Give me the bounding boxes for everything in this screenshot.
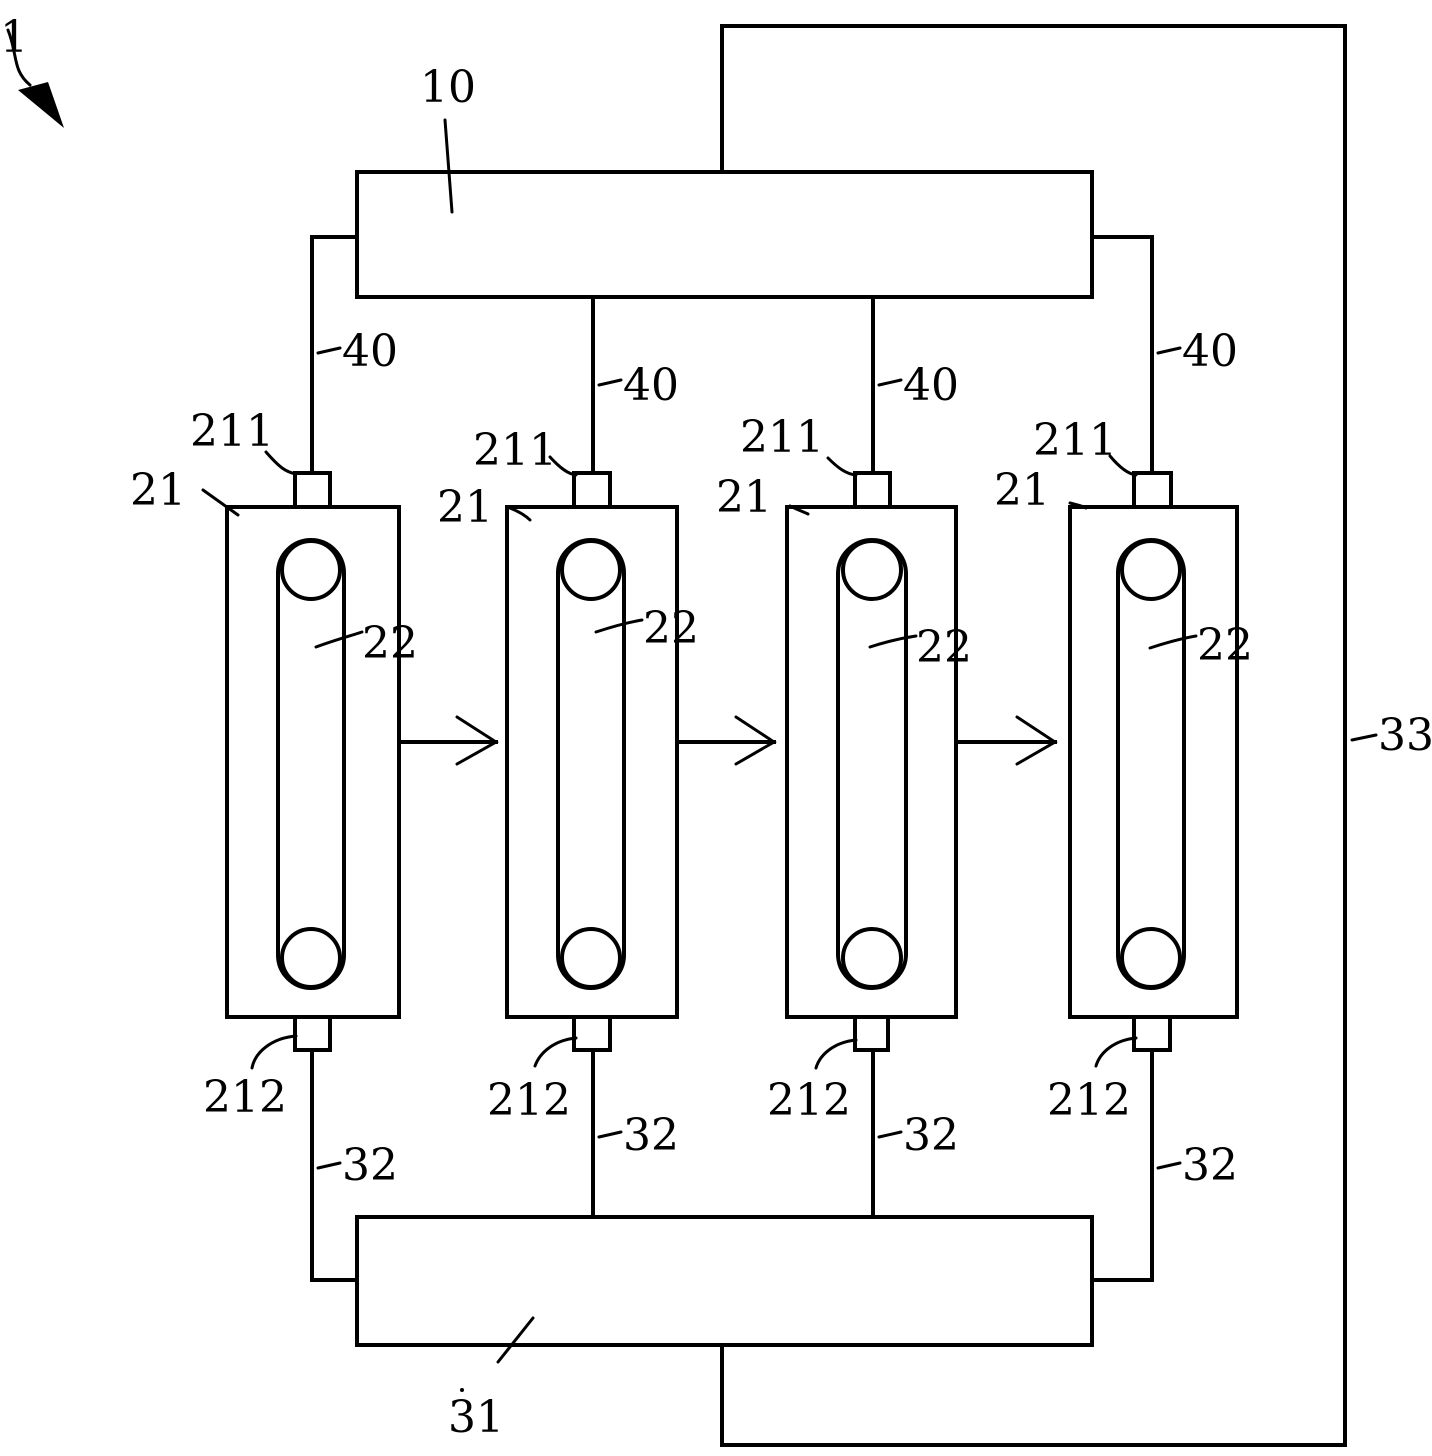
label-outlet-port: 212 [203,1072,287,1123]
leader-10 [443,118,454,214]
conveyor-belt-22 [1116,538,1186,990]
flow-arrow-2 [675,715,777,766]
supply-pipe-1 [310,235,359,475]
label-unit-body: 21 [437,482,493,533]
top-tank-10 [355,170,1094,299]
label-inlet-port: 211 [740,412,824,463]
unit-2: 21 211 212 22 [437,425,699,1126]
label-outlet-port: 212 [767,1075,851,1126]
label-supply-pipe-1: 40 [342,326,398,377]
flow-arrow-3 [954,715,1058,766]
label-top-tank: 10 [420,62,476,113]
label-unit-body: 21 [716,472,772,523]
outlet-port-212 [1132,1015,1172,1052]
conveyor-belt-22 [556,538,626,990]
label-conveyor: 22 [1197,620,1253,671]
label-inlet-port: 211 [473,425,557,476]
return-pipe-33 [720,24,1347,1447]
label-supply-pipe-4: 40 [1182,326,1238,377]
drain-pipe-1 [310,1048,359,1282]
top-roller [280,539,342,601]
unit-body-21 [225,505,401,1019]
leader-33 [1350,733,1378,742]
outlet-port-212 [293,1015,332,1052]
top-roller [560,539,622,601]
label-bottom-tank: 31 [448,1392,504,1443]
label-drain-pipe-3: 32 [903,1110,959,1161]
label-supply-pipe-2: 40 [623,360,679,411]
inlet-port-211 [572,471,612,509]
conveyor-belt-22 [276,538,346,990]
label-supply-pipe-3: 40 [903,360,959,411]
label-return-pipe: 33 [1378,710,1432,761]
figure-ref-label: 1 [0,12,28,63]
top-roller [1120,539,1182,601]
outlet-port-212 [853,1015,890,1052]
figure-ref-marker: 1 [0,12,64,128]
top-roller [841,539,903,601]
supply-pipe-4 [1090,235,1154,475]
bottom-tank-31 [355,1215,1094,1347]
label-unit-body: 21 [130,465,186,516]
unit-1: 21 211 212 22 [130,406,418,1123]
unit-3: 21 211 212 22 [716,412,972,1126]
label-conveyor: 22 [362,618,418,669]
inlet-port-211 [293,471,332,509]
bottom-roller [560,927,622,989]
conveyor-belt-22 [836,538,908,990]
label-outlet-port: 212 [1047,1075,1131,1126]
flow-arrow-1 [397,715,499,766]
label-drain-pipe-1: 32 [342,1140,398,1191]
label-inlet-port: 211 [1033,415,1117,466]
label-drain-pipe-2: 32 [623,1110,679,1161]
label-unit-body: 21 [994,465,1050,516]
outlet-port-212 [572,1015,612,1052]
bottom-roller [1120,927,1182,989]
label-outlet-port: 212 [487,1075,571,1126]
bottom-roller [841,927,903,989]
label-inlet-port: 211 [190,406,274,457]
label-conveyor: 22 [643,603,699,654]
unit-4: 21 211 212 22 [994,415,1253,1126]
unit-body-21 [785,505,958,1019]
leader-31 [496,1316,535,1364]
label-drain-pipe-4: 32 [1182,1140,1238,1191]
drain-pipe-4 [1090,1048,1154,1282]
bottom-roller [280,927,342,989]
inlet-port-211 [1132,471,1173,509]
label-conveyor: 22 [916,622,972,673]
unit-body-21 [1068,505,1239,1019]
inlet-port-211 [853,471,892,509]
unit-body-21 [505,505,679,1019]
